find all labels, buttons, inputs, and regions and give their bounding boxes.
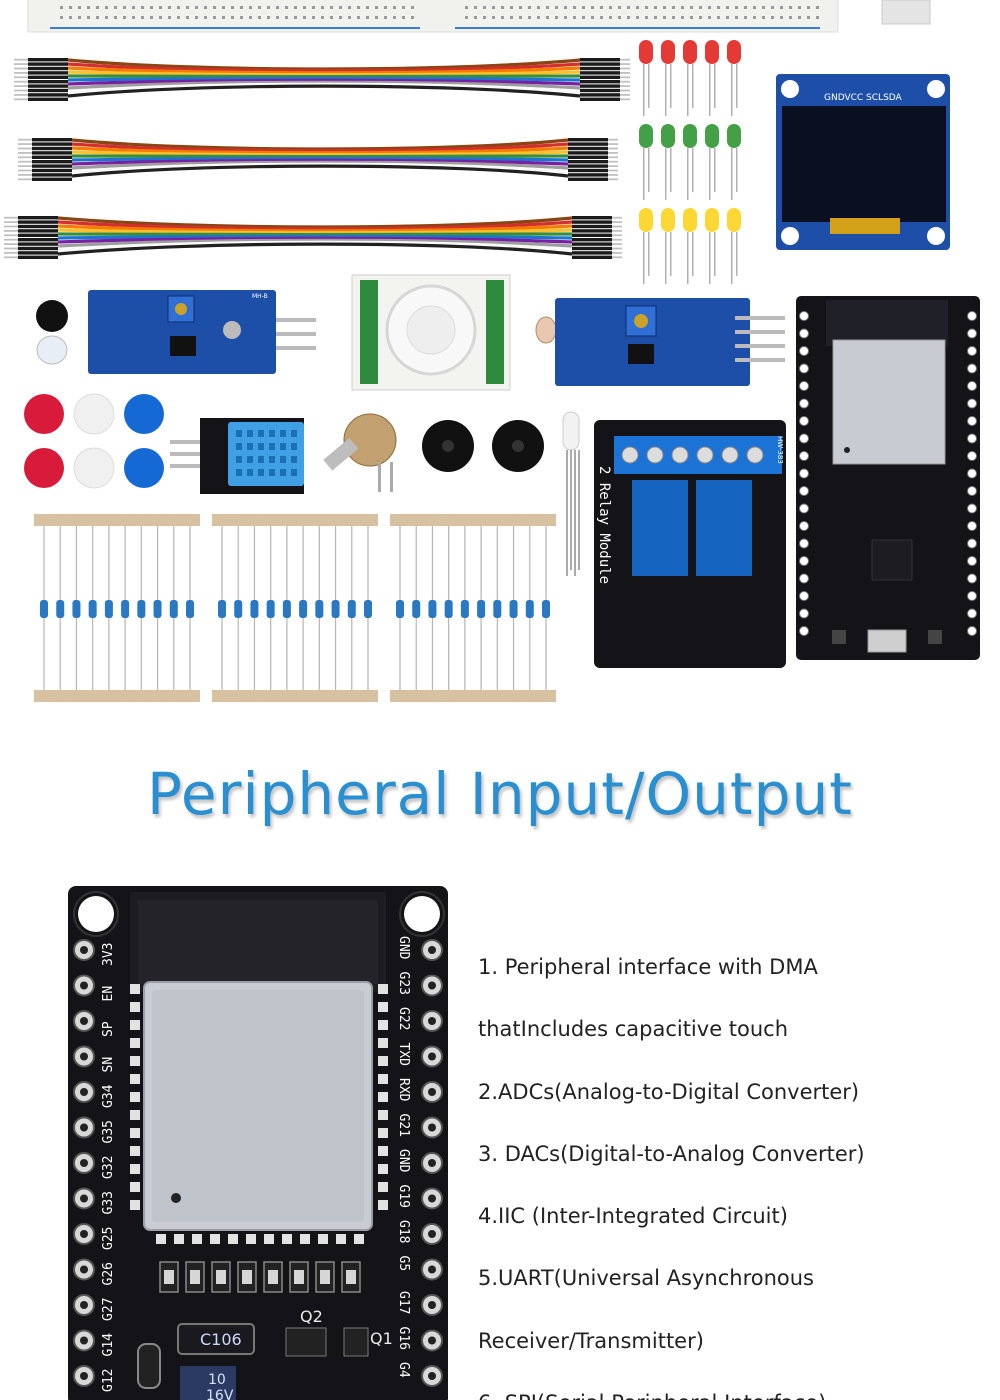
pin-label: G22: [396, 1007, 411, 1030]
feature-line: 6. SPI(Serial Peripheral Interface): [478, 1384, 978, 1400]
feature-line: thatIncludes capacitive touch: [478, 1017, 789, 1042]
board-q1-label: Q1: [370, 1329, 393, 1348]
pin-label: G18: [396, 1220, 411, 1243]
pin-label: G23: [396, 972, 411, 995]
feature-line: 5.UART(Universal Asynchronous: [478, 1266, 814, 1291]
pin-label: G26: [101, 1262, 116, 1285]
feature-line: Receiver/Transmitter): [478, 1328, 704, 1353]
pin-label: G34: [101, 1084, 116, 1108]
board-cap-voltage: 16V: [206, 1388, 234, 1400]
jumper-wires-image: [4, 58, 630, 259]
pin-label: G14: [101, 1333, 116, 1357]
pin-label: G35: [101, 1120, 116, 1143]
pin-label: SP: [101, 1021, 116, 1037]
pin-label: G33: [101, 1191, 116, 1214]
button-caps-image: [24, 393, 164, 489]
dht11-sensor-image: [170, 418, 304, 494]
pin-label: 3V3: [101, 943, 116, 966]
pin-label: TXD: [396, 1043, 411, 1067]
ir-sensor-module-image: MH-B: [36, 290, 316, 374]
led-set-image: [639, 40, 741, 284]
pin-label: G21: [396, 1114, 411, 1137]
light-sensor-module-image: [535, 298, 785, 386]
pir-sensor-image: [351, 274, 511, 391]
feature-line: 1. Peripheral interface with DMA: [478, 955, 818, 979]
pin-label: SN: [101, 1057, 116, 1073]
pin-label: G5: [396, 1256, 411, 1272]
oled-header-text: GNDVCC SCLSDA: [824, 93, 903, 103]
board-q2-label: Q2: [300, 1307, 323, 1326]
feature-line: 3. DACs(Digital-to-Analog Converter): [478, 1141, 865, 1166]
pin-label: RXD: [396, 1078, 411, 1102]
feature-list: 1. Peripheral interface with DMA thatInc…: [478, 948, 978, 1400]
relay-module-label: 2 Relay Module: [596, 466, 612, 584]
pin-label: G32: [101, 1156, 116, 1179]
rgb-led-image: [562, 411, 580, 576]
board-chip-label: C106: [200, 1330, 242, 1349]
pin-label: GND: [396, 936, 411, 960]
buzzer-image: [422, 420, 544, 472]
board-cap-value: 10: [208, 1372, 226, 1388]
pin-label: G12: [101, 1369, 116, 1392]
pin-label: G4: [396, 1362, 411, 1378]
esp32-board-image: [796, 296, 980, 660]
feature-line: 2.ADCs(Analog-to-Digital Converter): [478, 1079, 860, 1104]
relay-module-code: HW-383: [776, 436, 784, 464]
section-title: Peripheral Input/Output: [147, 760, 853, 828]
pin-label: GND: [396, 1149, 411, 1173]
oled-display-image: GNDVCC SCLSDA: [776, 74, 950, 250]
relay-module-image: 2 Relay Module HW-383: [594, 420, 786, 668]
pin-label: EN: [101, 986, 116, 1002]
pin-label: G19: [396, 1185, 411, 1208]
feature-line: 4.IIC (Inter-Integrated Circuit): [478, 1204, 788, 1229]
breadboard-image: [27, 0, 931, 33]
potentiometer-image: [323, 413, 397, 492]
ir-sensor-label: MH-B: [252, 293, 268, 300]
pin-label: G17: [396, 1291, 411, 1314]
pin-label: G27: [101, 1298, 116, 1321]
pin-label: G16: [396, 1327, 411, 1350]
kit-components-photo: GNDVCC SCLSDA MH-B: [4, 0, 980, 702]
resistors-image: [34, 514, 556, 702]
pin-label: G25: [101, 1227, 116, 1250]
